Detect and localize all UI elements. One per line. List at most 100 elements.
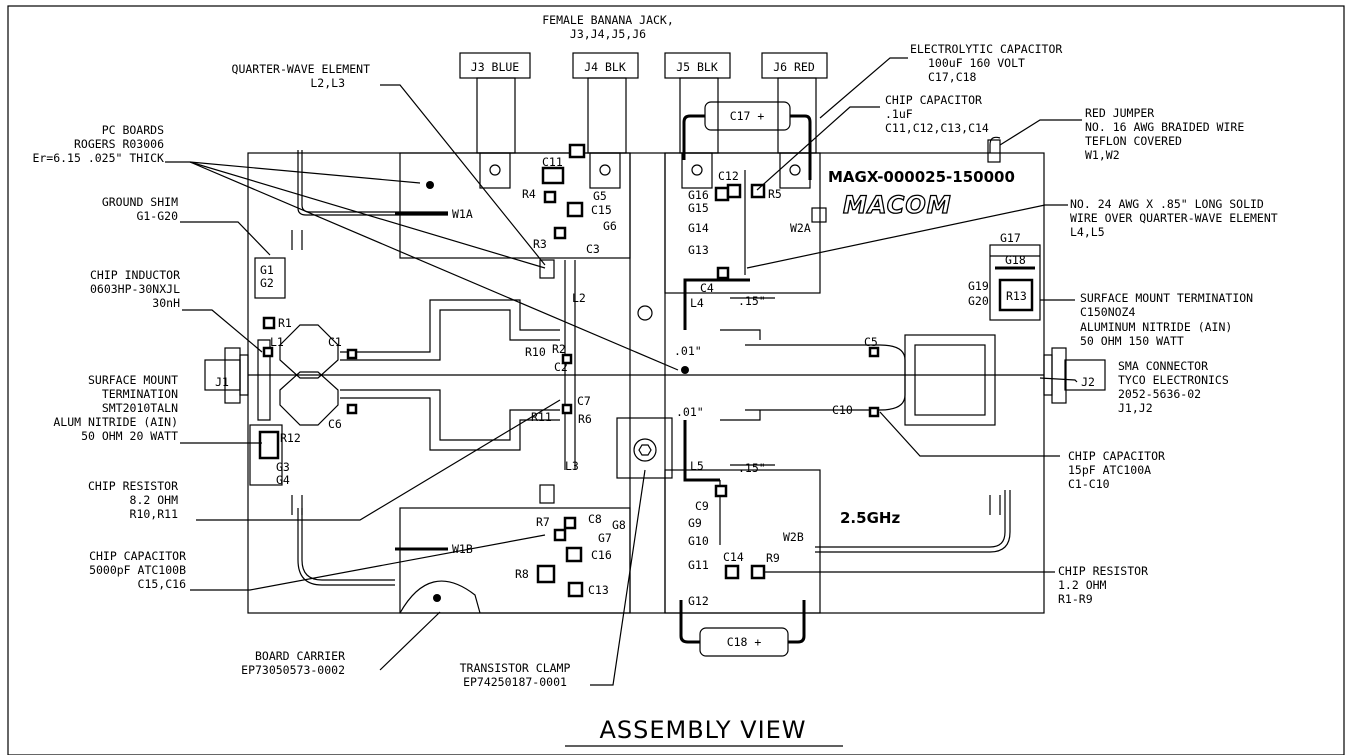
svg-text:R4: R4 (522, 187, 536, 201)
svg-text:C9: C9 (695, 499, 709, 513)
wire-l5 (683, 420, 720, 482)
svg-text:CHIP RESISTOR: CHIP RESISTOR (1058, 564, 1148, 578)
callout-ground-shim: GROUND SHIM G1-G20 (102, 195, 178, 223)
board-carrier-outline (247, 152, 1045, 614)
svg-text:0603HP-30NXJL: 0603HP-30NXJL (90, 282, 180, 296)
callout-quarter-wave: QUARTER-WAVE ELEMENT L2,L3 (232, 62, 371, 90)
board-frequency: 2.5GHz (840, 509, 900, 527)
svg-text:ROGERS R03006: ROGERS R03006 (74, 137, 164, 151)
macom-logo: MACOM (843, 191, 952, 219)
svg-text:C1-C10: C1-C10 (1068, 477, 1110, 491)
dim-015-bottom: .15" (738, 461, 766, 475)
svg-text:G16: G16 (688, 188, 709, 202)
svg-text:C3: C3 (586, 242, 600, 256)
callout-pc-boards: PC BOARDS ROGERS R03006 Er=6.15 .025" TH… (32, 123, 164, 165)
svg-text:ELECTROLYTIC CAPACITOR: ELECTROLYTIC CAPACITOR (910, 42, 1062, 56)
svg-text:CHIP RESISTOR: CHIP RESISTOR (88, 479, 178, 493)
svg-text:C14: C14 (723, 550, 744, 564)
svg-text:C2: C2 (554, 360, 568, 374)
svg-text:R1: R1 (278, 316, 292, 330)
svg-text:C7: C7 (577, 394, 591, 408)
svg-text:8.2 OHM: 8.2 OHM (130, 493, 179, 507)
wire-l4 (683, 278, 750, 330)
svg-text:G11: G11 (688, 558, 709, 572)
svg-text:G14: G14 (688, 221, 709, 235)
callout-chip-cap-1uf: CHIP CAPACITOR .1uF C11,C12,C13,C14 (885, 93, 989, 135)
cap-label-c17: C17 + (730, 109, 765, 123)
svg-text:G8: G8 (612, 518, 626, 532)
svg-text:RED JUMPER: RED JUMPER (1085, 106, 1154, 120)
callout-electrolytic: ELECTROLYTIC CAPACITOR 100uF 160 VOLT C1… (910, 42, 1062, 84)
sma-connector-j1 (204, 347, 249, 404)
cap-label-c18: C18 + (727, 635, 762, 649)
callout-chip-resistor-82: CHIP RESISTOR 8.2 OHM R10,R11 (88, 479, 178, 521)
svg-text:G6: G6 (603, 219, 617, 233)
svg-text:G12: G12 (688, 594, 709, 608)
clamp-screw-head-icon (638, 444, 652, 456)
svg-text:TERMINATION: TERMINATION (102, 387, 178, 401)
svg-text:C13: C13 (588, 583, 609, 597)
callout-chip-resistor-12: CHIP RESISTOR 1.2 OHM R1-R9 (1058, 564, 1148, 606)
svg-text:CHIP CAPACITOR: CHIP CAPACITOR (1068, 449, 1165, 463)
svg-text:G5: G5 (593, 189, 607, 203)
svg-text:C8: C8 (588, 512, 602, 526)
callout-chip-cap-15pf: CHIP CAPACITOR 15pF ATC100A C1-C10 (1068, 449, 1165, 491)
transistor-clamp (616, 417, 673, 479)
svg-text:100uF 160 VOLT: 100uF 160 VOLT (928, 56, 1025, 70)
svg-text:G3: G3 (276, 460, 290, 474)
svg-text:G2: G2 (260, 276, 274, 290)
svg-text:NO. 16 AWG BRAIDED WIRE: NO. 16 AWG BRAIDED WIRE (1085, 120, 1244, 134)
svg-text:J3,J4,J5,J6: J3,J4,J5,J6 (570, 27, 646, 41)
svg-text:L4: L4 (690, 296, 704, 310)
svg-text:C15,C16: C15,C16 (138, 577, 187, 591)
svg-text:CHIP CAPACITOR: CHIP CAPACITOR (89, 549, 186, 563)
svg-text:R3: R3 (533, 237, 547, 251)
svg-text:L4,L5: L4,L5 (1070, 225, 1105, 239)
svg-text:15pF ATC100A: 15pF ATC100A (1068, 463, 1151, 477)
svg-text:C15: C15 (591, 203, 612, 217)
dim-015-top: .15" (738, 294, 766, 308)
svg-text:W2A: W2A (790, 221, 811, 235)
svg-text:R6: R6 (578, 412, 592, 426)
svg-text:G19: G19 (968, 279, 989, 293)
svg-text:G9: G9 (688, 516, 702, 530)
clamp-screw-outer (633, 438, 657, 462)
svg-text:C5: C5 (864, 335, 878, 349)
svg-text:R7: R7 (536, 515, 550, 529)
svg-text:R9: R9 (766, 551, 780, 565)
svg-text:C12: C12 (718, 169, 739, 183)
dim-001-top: .01" (674, 344, 702, 358)
svg-text:G7: G7 (598, 531, 612, 545)
callout-red-jumper: RED JUMPER NO. 16 AWG BRAIDED WIRE TEFLO… (1085, 106, 1244, 162)
jack-label-j3: J3 BLUE (471, 60, 520, 74)
svg-text:C1: C1 (328, 335, 342, 349)
svg-text:30nH: 30nH (152, 296, 180, 310)
dim-001-bottom: .01" (676, 405, 704, 419)
svg-text:L5: L5 (690, 459, 704, 473)
jack-label-j6: J6 RED (773, 60, 815, 74)
svg-text:50 OHM 150 WATT: 50 OHM 150 WATT (1080, 334, 1184, 348)
svg-text:R10: R10 (525, 345, 546, 359)
svg-text:QUARTER-WAVE ELEMENT: QUARTER-WAVE ELEMENT (232, 62, 371, 76)
callout-banana-jack: FEMALE BANANA JACK, J3,J4,J5,J6 (542, 13, 674, 41)
callout-smt-150w: SURFACE MOUNT TERMINATION C150NOZ4 ALUMI… (1080, 291, 1253, 348)
svg-text:C6: C6 (328, 417, 342, 431)
svg-text:C17,C18: C17,C18 (928, 70, 977, 84)
jack-label-j5: J5 BLK (676, 60, 718, 74)
svg-text:.1uF: .1uF (885, 107, 913, 121)
leader-lines (165, 57, 1082, 686)
svg-text:TYCO ELECTRONICS: TYCO ELECTRONICS (1118, 373, 1229, 387)
svg-text:EP73050573-0002: EP73050573-0002 (241, 663, 345, 677)
svg-text:G18: G18 (1005, 253, 1026, 267)
svg-text:WIRE OVER QUARTER-WAVE ELEMENT: WIRE OVER QUARTER-WAVE ELEMENT (1070, 211, 1278, 225)
svg-text:R11: R11 (531, 410, 552, 424)
svg-text:ALUMINUM NITRIDE (AIN): ALUMINUM NITRIDE (AIN) (1080, 320, 1232, 334)
svg-text:1.2 OHM: 1.2 OHM (1058, 578, 1107, 592)
svg-text:SURFACE MOUNT: SURFACE MOUNT (88, 373, 178, 387)
svg-text:G10: G10 (688, 534, 709, 548)
svg-text:R10,R11: R10,R11 (130, 507, 179, 521)
svg-text:ALUM NITRIDE (AIN): ALUM NITRIDE (AIN) (53, 415, 178, 429)
svg-text:5000pF ATC100B: 5000pF ATC100B (89, 563, 186, 577)
